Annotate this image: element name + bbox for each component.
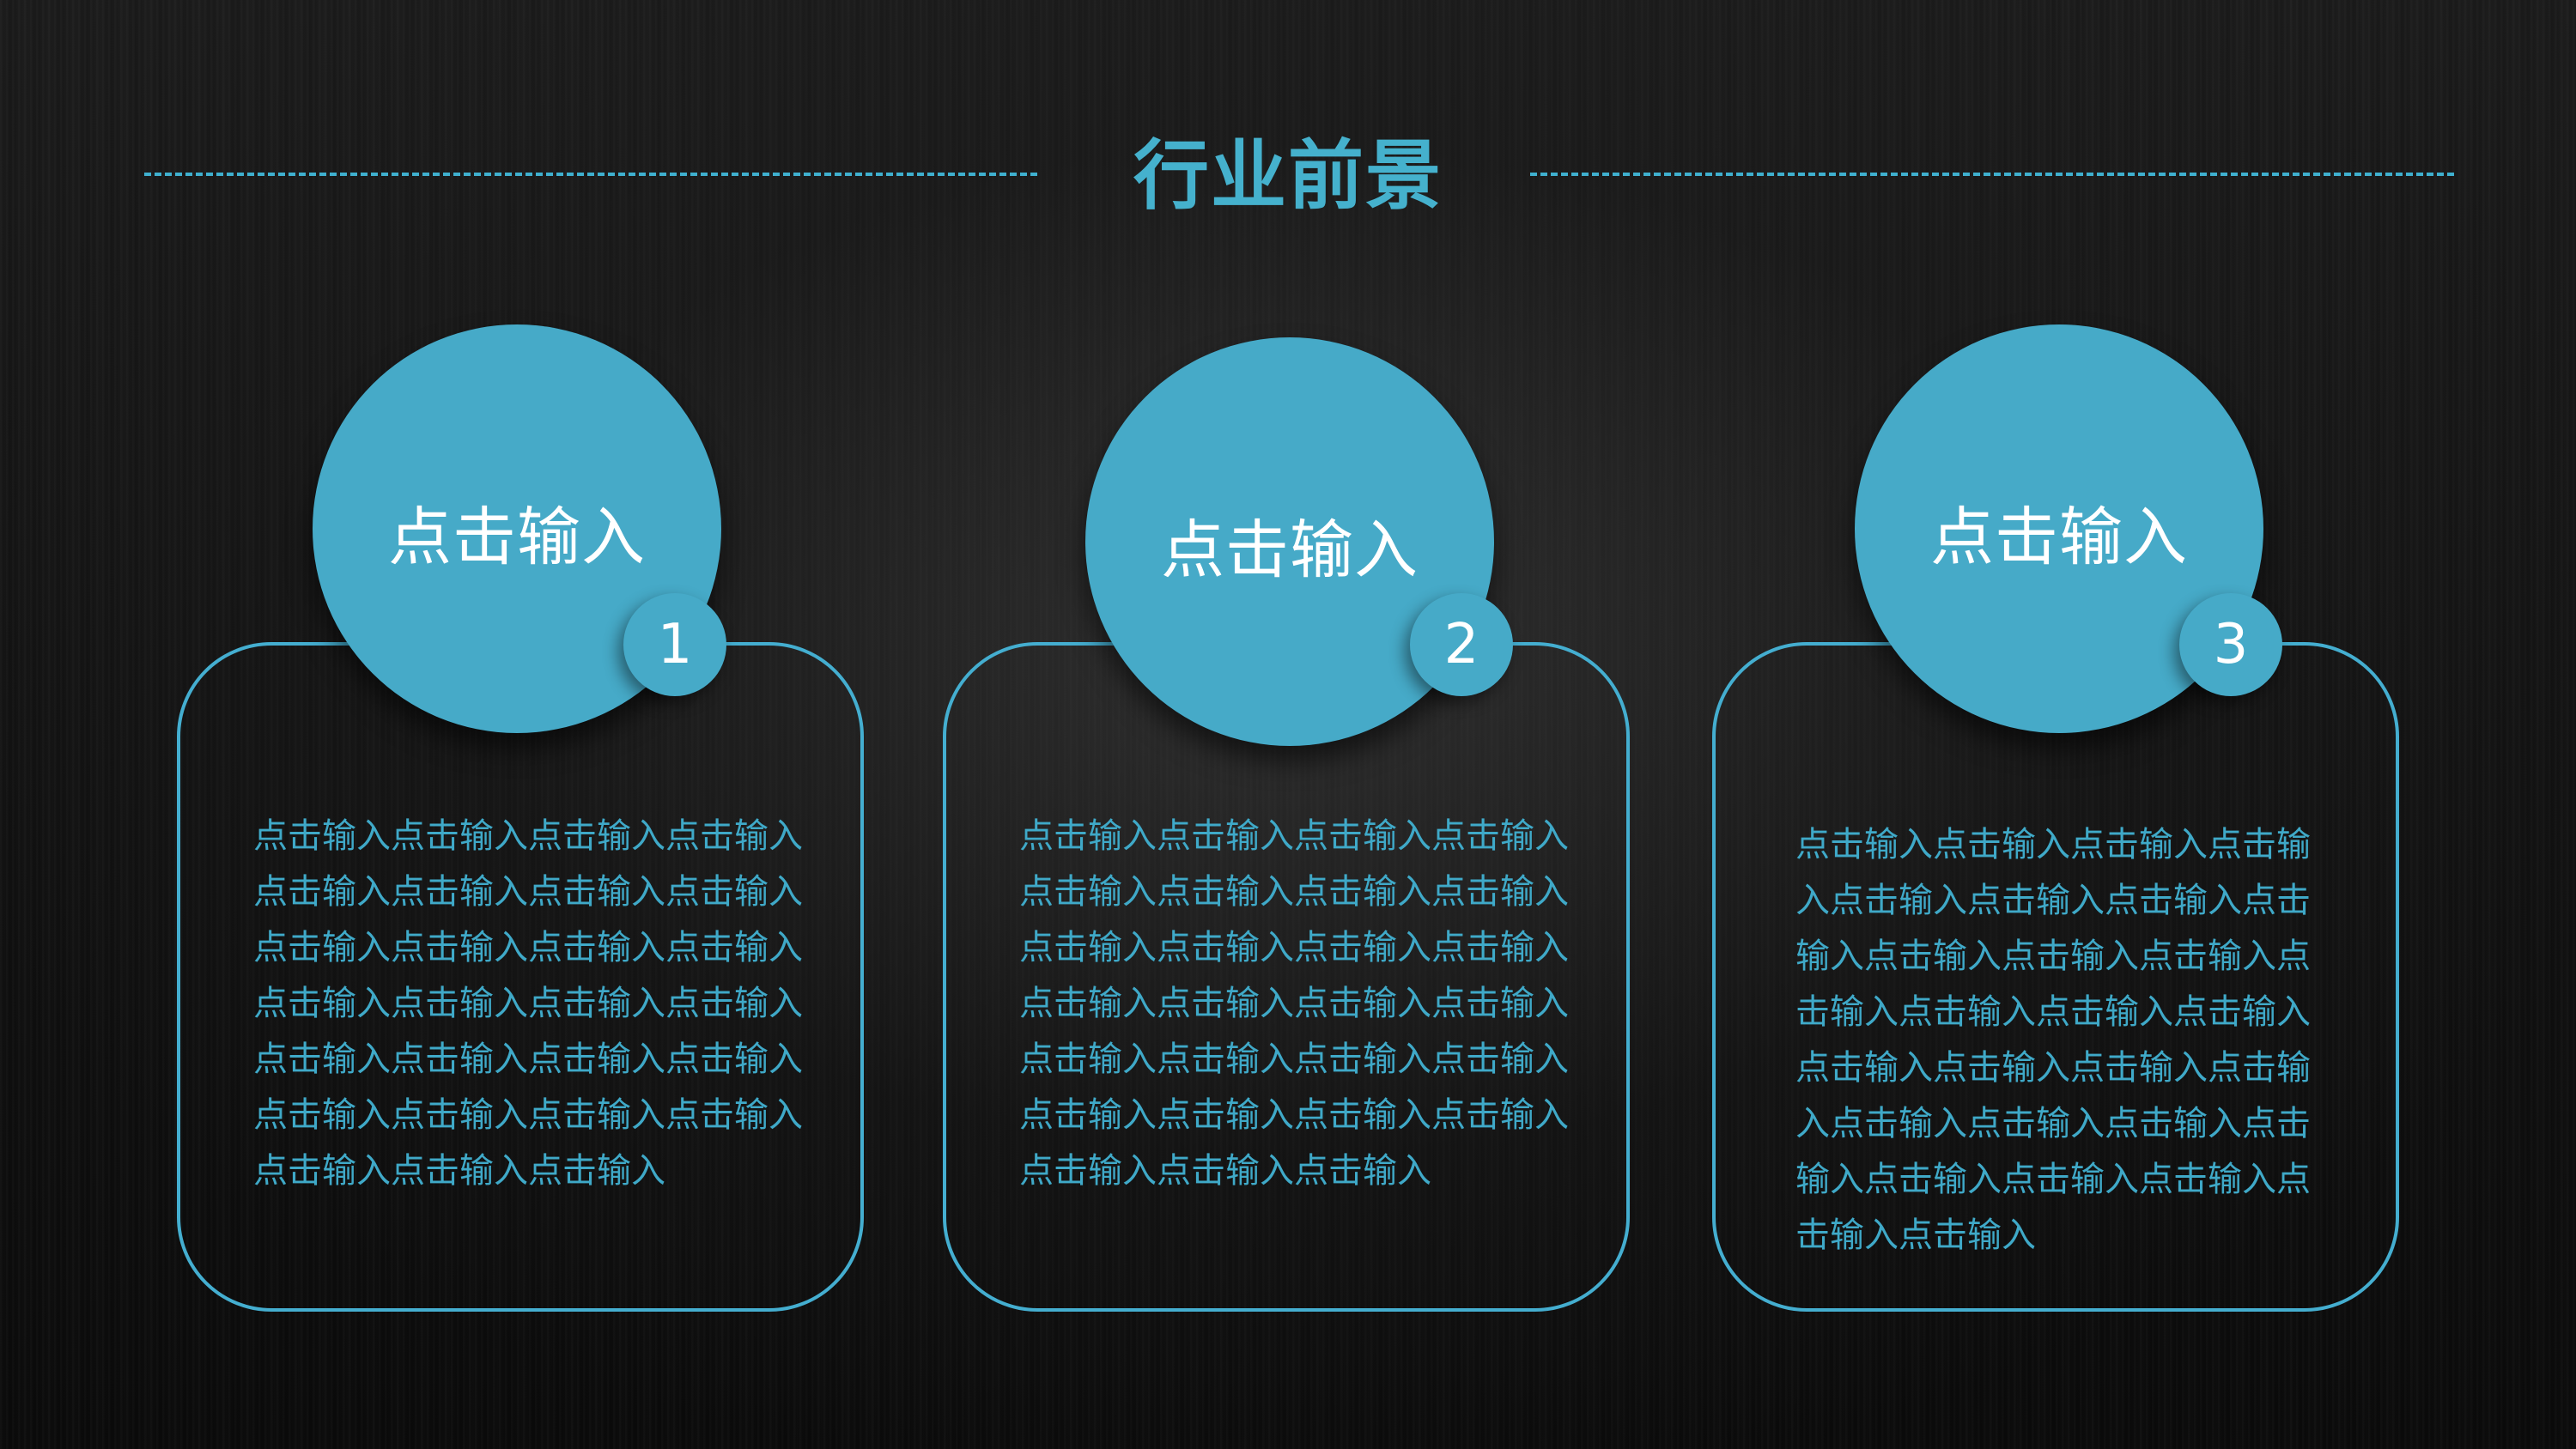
title-divider-right [1530,173,2454,176]
panel-1-card: 点击输入点击输入点击输入点击输入点击输入点击输入点击输入点击输入点击输入点击输入… [177,642,864,1312]
title-divider-left [144,173,1037,176]
panel-1-number-badge: 1 [623,593,726,696]
page-title[interactable]: 行业前景 [1133,131,1443,220]
panel-1-heading[interactable]: 点击输入 [388,500,646,574]
panel-1-circle: 点击输入 [313,324,721,733]
panel-2-heading[interactable]: 点击输入 [1161,512,1419,587]
panel-3-body-text[interactable]: 点击输入点击输入点击输入点击输入点击输入点击输入点击输入点击输入点击输入点击输入… [1795,825,2311,1255]
panel-3-number-badge: 3 [2179,593,2282,696]
panel-3-card: 点击输入点击输入点击输入点击输入点击输入点击输入点击输入点击输入点击输入点击输入… [1712,642,2399,1312]
panel-2-number-badge: 2 [1410,593,1513,696]
panel-3-heading[interactable]: 点击输入 [1930,500,2188,574]
panel-1-body-text[interactable]: 点击输入点击输入点击输入点击输入点击输入点击输入点击输入点击输入点击输入点击输入… [253,816,803,1191]
panel-2-body-text[interactable]: 点击输入点击输入点击输入点击输入点击输入点击输入点击输入点击输入点击输入点击输入… [1019,816,1569,1191]
panel-2-card: 点击输入点击输入点击输入点击输入点击输入点击输入点击输入点击输入点击输入点击输入… [943,642,1630,1312]
